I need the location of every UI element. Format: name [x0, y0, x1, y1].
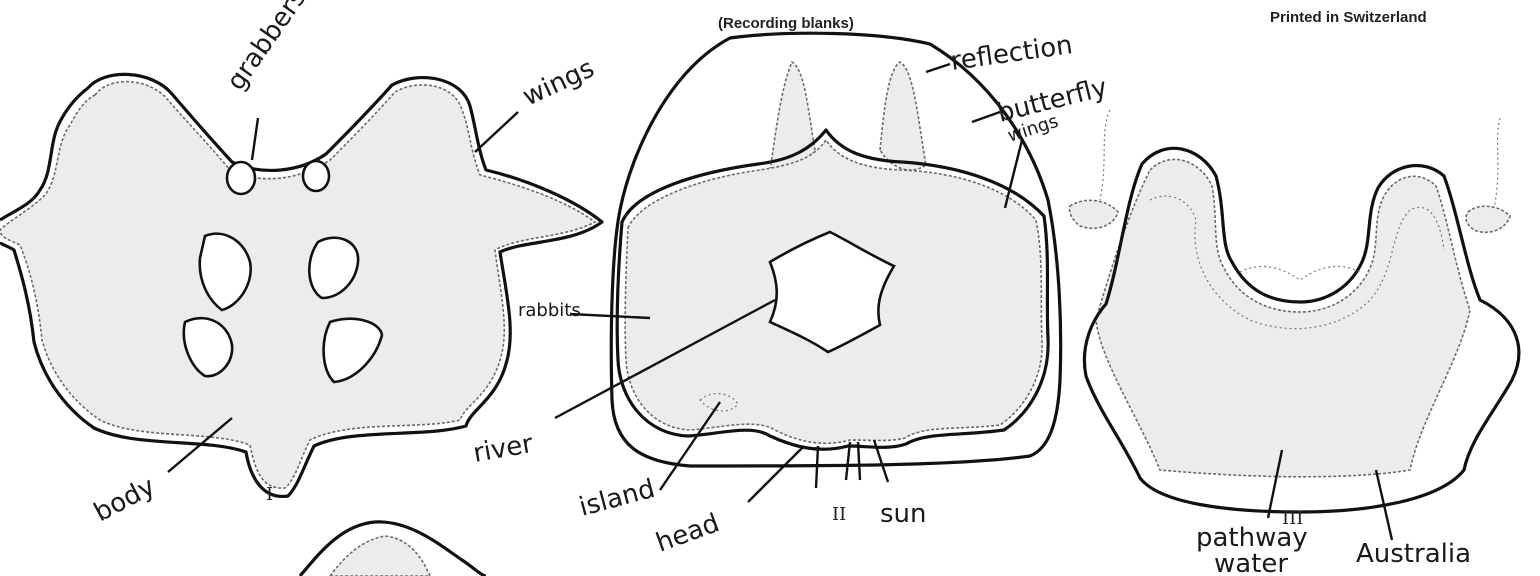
plate-iii: III pathway water Australia	[1069, 110, 1518, 576]
plate-iii-side-stem-left	[1100, 110, 1110, 200]
label-body: body	[89, 471, 160, 528]
header-printed-in: Printed in Switzerland	[1270, 9, 1427, 26]
header-subtitle: (Recording blanks)	[718, 15, 854, 32]
plate-iii-side-stem-right	[1494, 118, 1500, 208]
label-river: river	[471, 429, 536, 469]
label-water: water	[1214, 549, 1288, 576]
plate-ii-reflection-right	[880, 62, 926, 170]
label-rabbits: rabbits	[518, 300, 581, 321]
plate-iii-side-figure-left	[1069, 200, 1118, 228]
leader-head	[748, 446, 804, 502]
label-australia: Australia	[1356, 539, 1471, 569]
plate-i: grabbers wings body I	[0, 0, 602, 576]
leader-reflection	[926, 64, 950, 72]
plate-ii: reflection butterfly wings rabbits river…	[471, 30, 1110, 558]
grabber-right	[303, 161, 329, 191]
grabber-left	[227, 162, 255, 194]
plate-iii-blot	[1096, 159, 1470, 476]
plate-ii-numeral: II	[832, 504, 846, 525]
leader-wings-ii	[1005, 140, 1022, 208]
label-sun: sun	[880, 499, 927, 529]
label-grabbers: grabbers	[221, 0, 312, 96]
plate-i-numeral: I	[266, 484, 273, 505]
label-head: head	[652, 508, 723, 558]
label-wings-i: wings	[518, 53, 599, 112]
leader-ii-tick	[816, 446, 818, 488]
label-island: island	[576, 474, 658, 523]
plate-iii-center-detail	[1240, 266, 1360, 280]
leader-wings-i	[475, 112, 518, 152]
plate-next-peek-blot	[330, 536, 430, 576]
plate-iii-side-figure-right	[1466, 206, 1510, 232]
leader-grabbers	[252, 118, 258, 160]
label-reflection: reflection	[949, 30, 1075, 77]
leader-butterfly	[972, 112, 1000, 122]
